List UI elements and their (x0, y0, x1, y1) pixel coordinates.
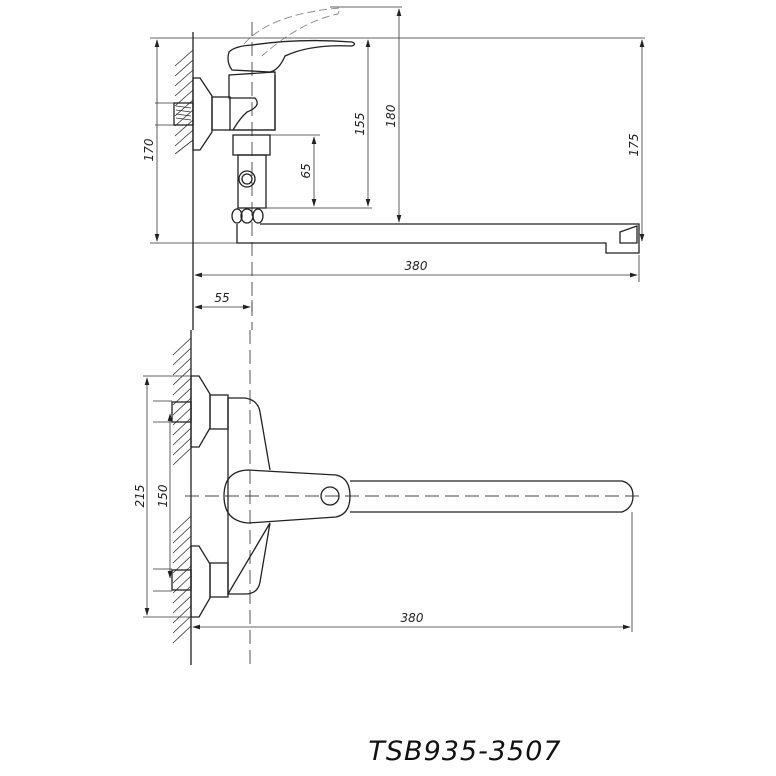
model-title: TSB935-3507 (368, 736, 561, 767)
dim-65-label: 65 (299, 163, 313, 178)
diverter-block (232, 134, 271, 156)
dim-180-label: 180 (384, 104, 398, 127)
flange-upper (190, 375, 211, 448)
nut-lower (209, 562, 229, 598)
dim-155-label: 155 (353, 113, 367, 136)
wall-flange (192, 77, 213, 151)
diverter-knob (238, 170, 256, 188)
dim-175-label: 175 (627, 134, 641, 157)
flange-lower (190, 545, 211, 618)
thread-lower (171, 569, 192, 591)
dim-215-label: 215 (133, 485, 147, 508)
dim-170-label: 170 (142, 138, 156, 161)
dim-55-label: 55 (214, 291, 229, 305)
lever-top (223, 469, 351, 524)
spout (236, 223, 640, 254)
wall-hatching (174, 49, 194, 155)
lever-pivot (320, 486, 340, 506)
dim-380-label: 380 (401, 611, 424, 625)
spout-nut (231, 208, 264, 224)
nut-upper (209, 394, 229, 430)
side-view: 170 65 155 180 175 380 55 (142, 6, 645, 330)
dim-380-label: 380 (405, 259, 428, 273)
diverter-body (237, 154, 267, 209)
aerator (619, 225, 638, 244)
connector-nut (211, 96, 231, 131)
mixer-body (226, 397, 271, 595)
mixer-body (228, 71, 276, 131)
thread-upper (171, 401, 192, 423)
top-view: 215 150 380 (133, 330, 645, 670)
wall-hatching (172, 337, 192, 644)
dim-150-label: 150 (156, 484, 170, 507)
body-outline (229, 75, 276, 131)
lever-handle (227, 39, 356, 73)
spout-top (350, 480, 634, 513)
lever-raised-ghost (243, 7, 341, 57)
